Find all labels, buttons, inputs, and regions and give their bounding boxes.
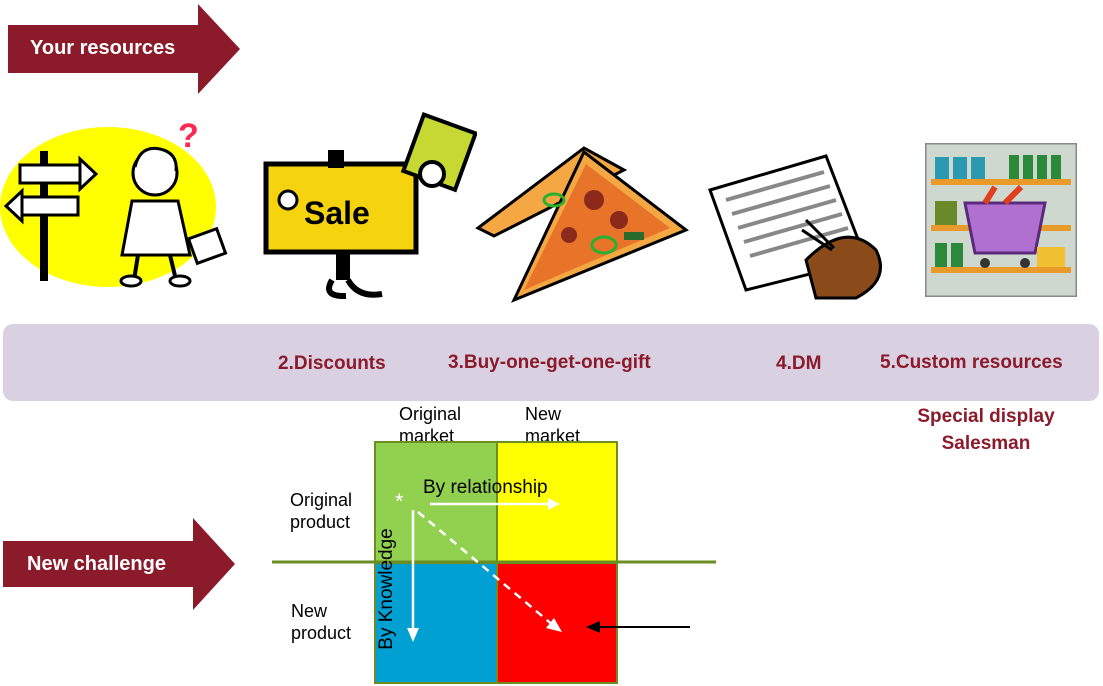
by-knowledge-label: By Knowledge	[376, 528, 397, 650]
arrow-left-icon	[586, 621, 600, 633]
by-relationship-label: By relationship	[423, 477, 548, 498]
cell-original-product-new-market	[496, 441, 618, 564]
row-header-new-product: New product	[291, 601, 352, 643]
arrow-diagonal-icon	[546, 618, 562, 632]
arrow-right-icon	[548, 498, 560, 510]
strip-item-dm: 4.DM	[776, 353, 822, 374]
special-display-label: Special display	[917, 406, 1055, 427]
banner-arrow-icon	[8, 4, 240, 94]
start-asterisk-icon: *	[395, 489, 404, 514]
strip-item-custom-resources: 5.Custom resources	[880, 352, 1063, 373]
new-challenge-banner: New challenge	[3, 518, 235, 610]
banner-arrow-icon	[3, 518, 235, 610]
market-product-matrix: *	[272, 441, 716, 684]
new-challenge-label: New challenge	[27, 553, 166, 575]
strip-item-discounts: 2.Discounts	[278, 353, 386, 374]
confused-person-icon: ?	[0, 115, 240, 295]
grocery-shelf-cart-icon	[923, 141, 1079, 299]
resources-strip	[3, 324, 1099, 401]
pizza-slices-icon	[474, 140, 689, 305]
salesman-label: Salesman	[941, 433, 1031, 454]
sale-sign-icon: Sale	[262, 112, 479, 302]
strip-item-buy-one-get-one: 3.Buy-one-get-one-gift	[448, 352, 651, 373]
svg-text:?: ?	[178, 117, 199, 155]
newspaper-coupon-icon	[706, 150, 896, 300]
your-resources-label: Your resources	[30, 37, 176, 59]
row-header-original-product: Original product	[290, 490, 353, 532]
arrow-down-icon	[407, 628, 419, 642]
svg-text:Sale: Sale	[304, 195, 370, 231]
your-resources-banner: Your resources	[8, 4, 240, 94]
